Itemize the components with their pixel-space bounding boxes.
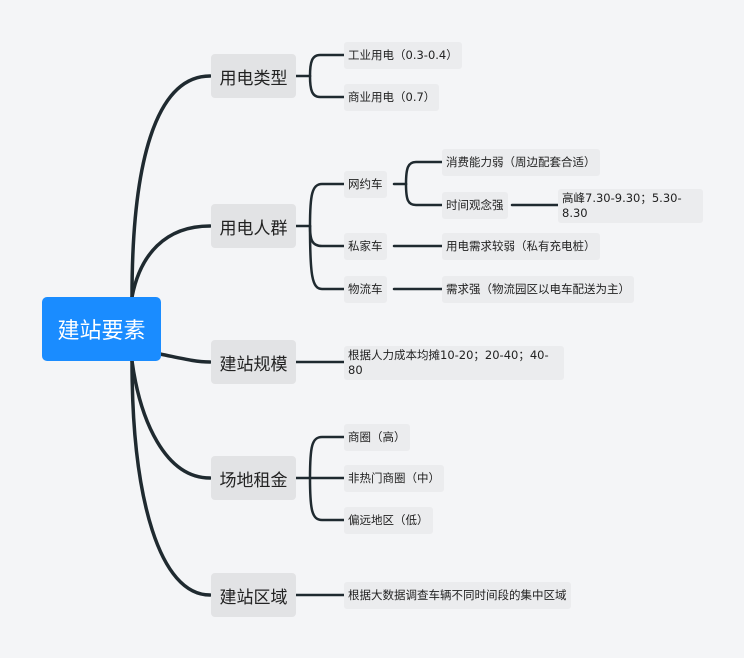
leaf-big-data-area[interactable]: 根据大数据调查车辆不同时间段的集中区域 <box>344 582 571 609</box>
leaf-scale-by-labor-cost[interactable]: 根据人力成本均摊10-20；20-40；40-80 <box>344 346 564 380</box>
leaf-private-weak-demand[interactable]: 用电需求较弱（私有充电桩） <box>442 233 600 260</box>
branch-station-scale[interactable]: 建站规模 <box>211 340 296 384</box>
leaf-non-hot-district[interactable]: 非热门商圈（中） <box>344 465 444 492</box>
root-node[interactable]: 建站要素 <box>42 297 161 361</box>
leaf-time-sensitive[interactable]: 时间观念强 <box>442 192 508 219</box>
leaf-remote-area[interactable]: 偏远地区（低） <box>344 507 433 534</box>
branch-power-type[interactable]: 用电类型 <box>211 54 296 98</box>
branch-power-users[interactable]: 用电人群 <box>211 204 296 248</box>
leaf-industrial-power[interactable]: 工业用电（0.3-0.4） <box>344 42 462 69</box>
branch-station-area[interactable]: 建站区域 <box>211 573 296 617</box>
leaf-logistics-strong-demand[interactable]: 需求强（物流园区以电车配送为主） <box>442 276 634 303</box>
branch-site-rent[interactable]: 场地租金 <box>211 456 296 500</box>
leaf-peak-hours[interactable]: 高峰7.30-9.30；5.30-8.30 <box>558 189 703 223</box>
leaf-commercial-power[interactable]: 商业用电（0.7） <box>344 84 440 111</box>
leaf-low-spending[interactable]: 消费能力弱（周边配套合适） <box>442 149 600 176</box>
node-private-car[interactable]: 私家车 <box>344 233 387 260</box>
node-ride-hailing[interactable]: 网约车 <box>344 171 387 198</box>
leaf-business-district[interactable]: 商圈（高） <box>344 424 410 451</box>
node-logistics-vehicle[interactable]: 物流车 <box>344 276 387 303</box>
